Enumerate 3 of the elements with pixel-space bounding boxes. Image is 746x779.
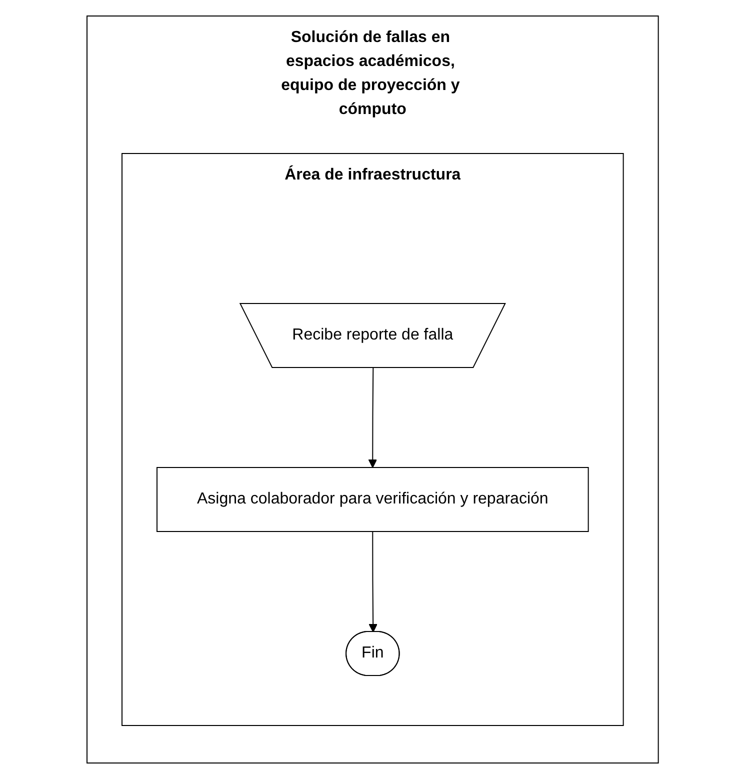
arrow [368, 368, 378, 468]
node-box: Asigna colaborador para verificación y reparación [156, 467, 590, 532]
arrow [369, 531, 378, 632]
